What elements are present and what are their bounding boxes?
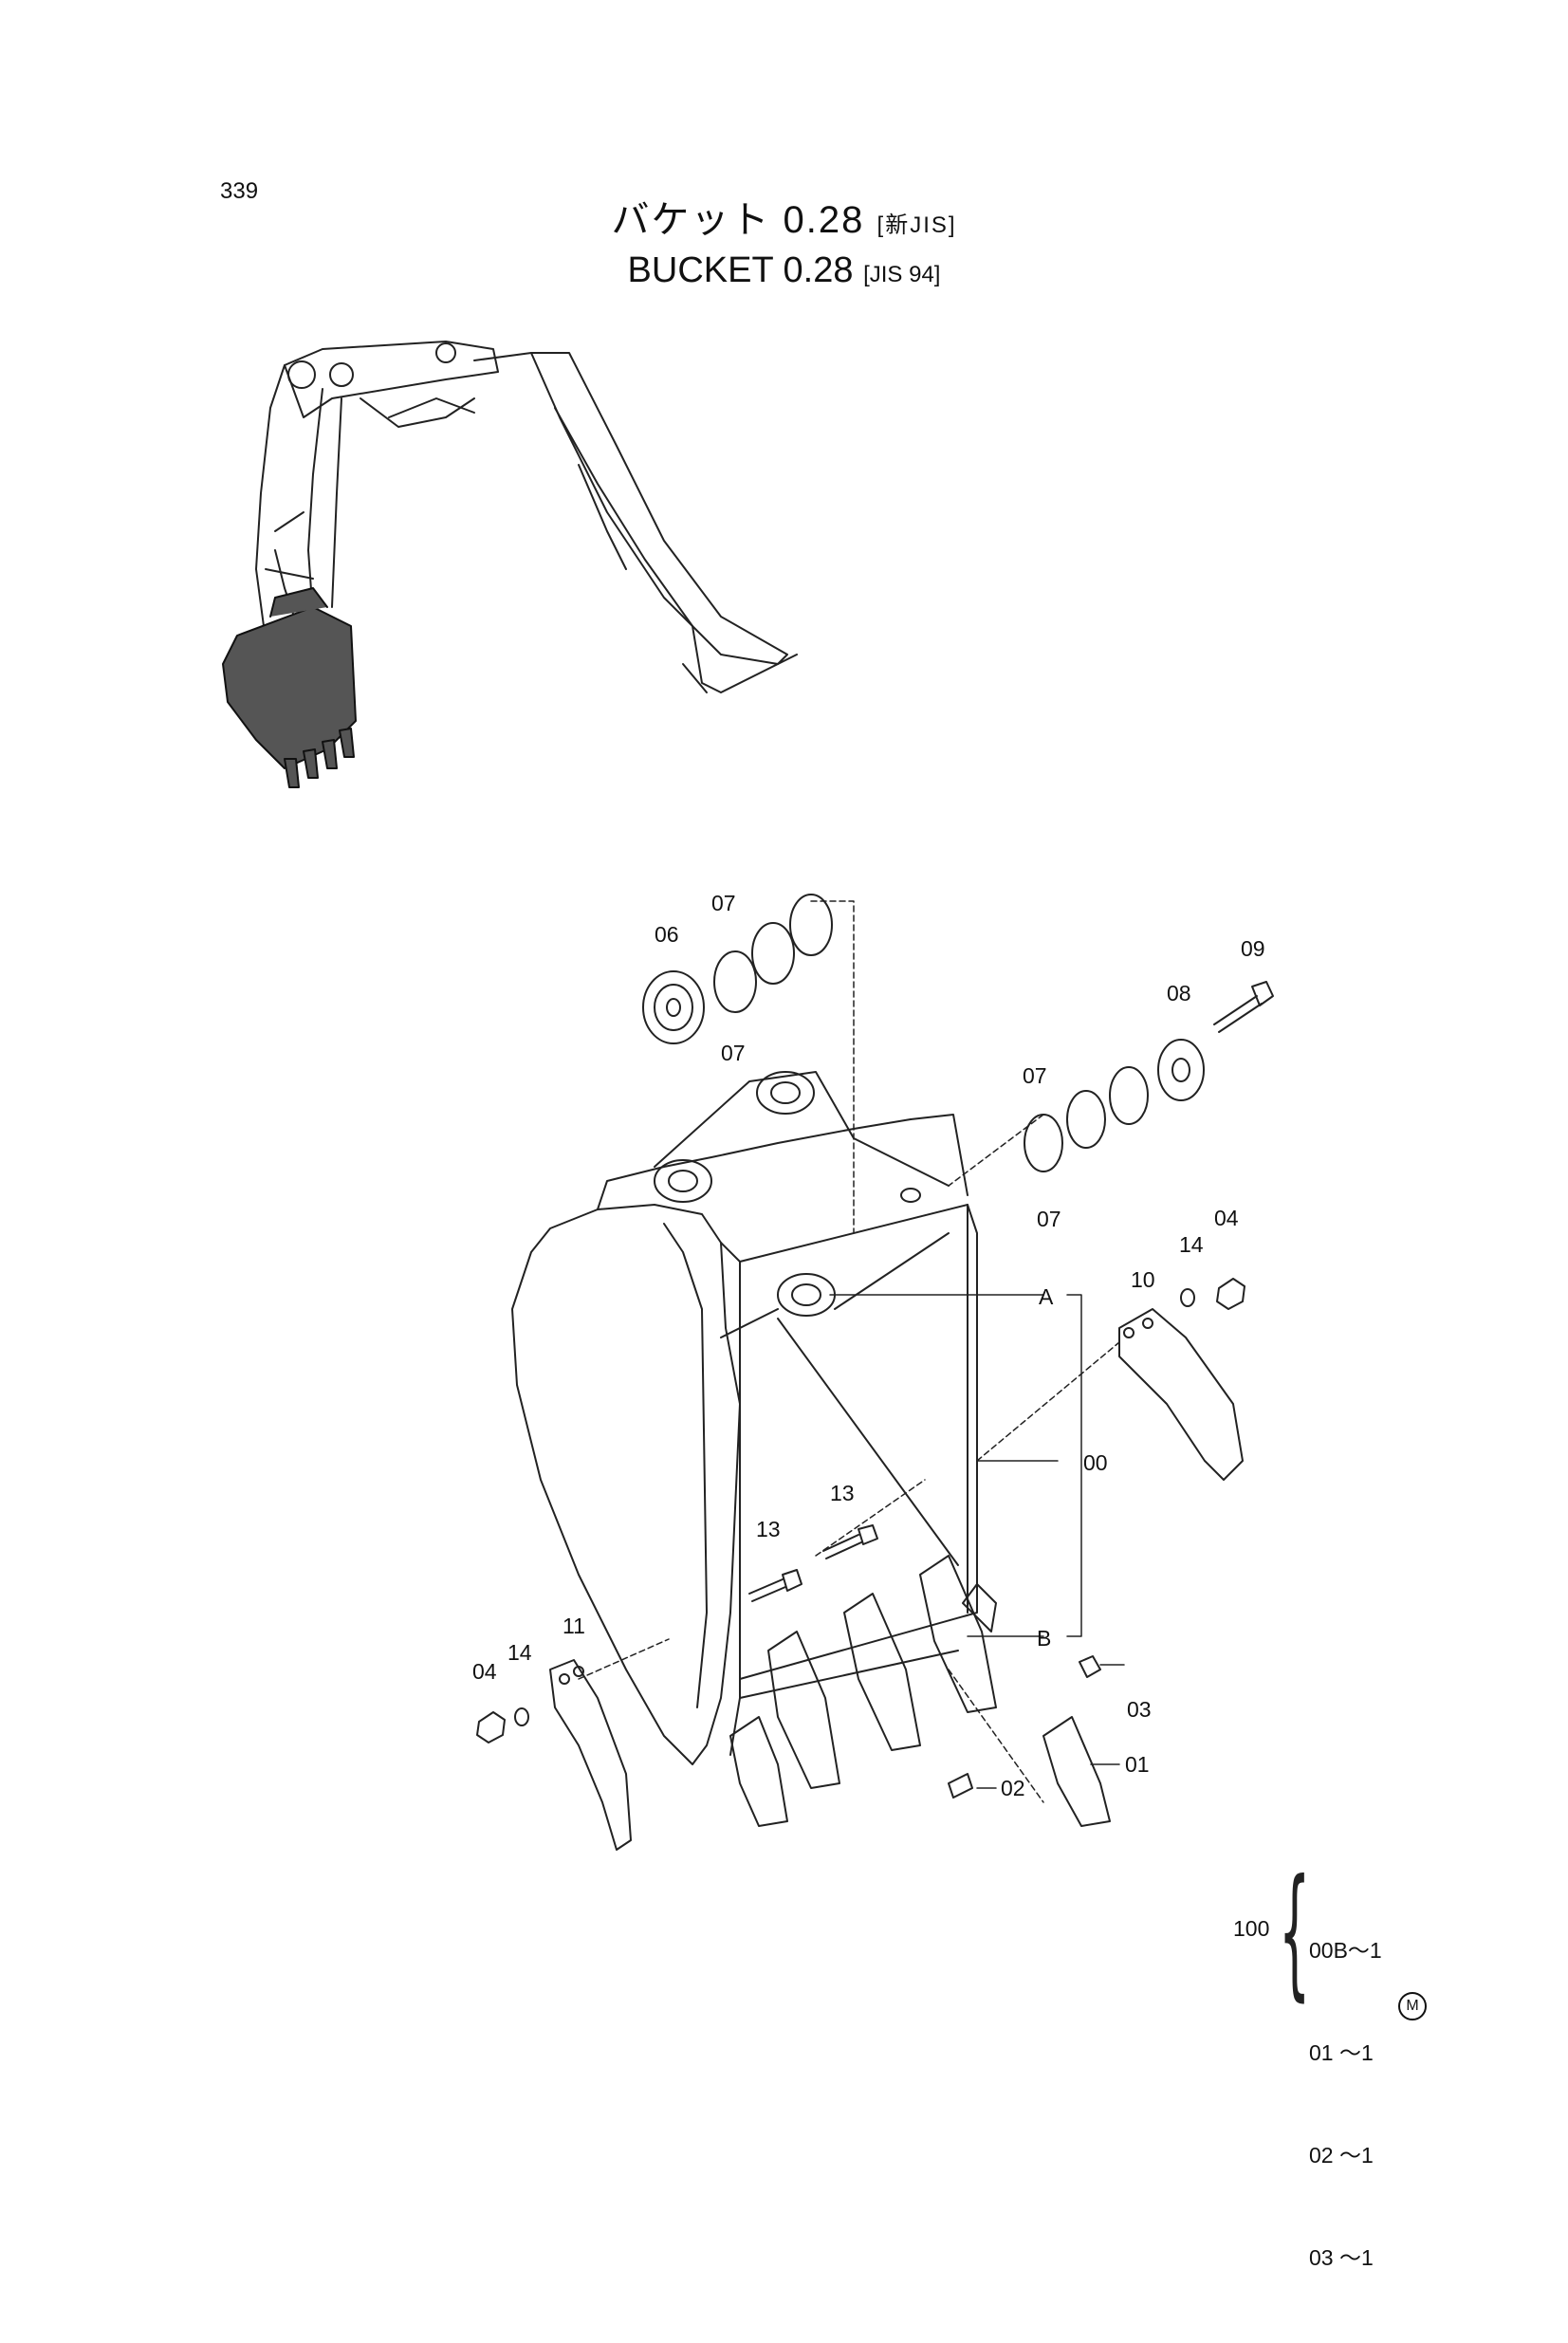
callout-07-bottom: 07 [721, 1041, 746, 1065]
callout-13-right: 13 [830, 1481, 855, 1505]
leader-lines [578, 900, 1125, 1803]
callout-07-right-bottom: 07 [1037, 1207, 1061, 1231]
kit-items: 00B～1 01 ～1 02 ～1 03 ～1 [1309, 1865, 1382, 2343]
callout-07-top: 07 [711, 891, 736, 915]
shims-plate-bolt-right [1024, 981, 1274, 1172]
marked-symbol: M [1398, 1992, 1427, 2020]
callout-02: 02 [1001, 1776, 1025, 1800]
kit-item: 01 ～1 [1309, 2040, 1374, 2065]
callout-04-right: 04 [1214, 1206, 1239, 1230]
callout-06: 06 [655, 922, 679, 947]
kit-item: 02 ～1 [1309, 2143, 1374, 2168]
title-jp-text: バケット 0.28 [611, 199, 865, 241]
callout-14-left: 14 [507, 1640, 532, 1665]
kit-brace: { [1279, 1850, 1311, 2015]
title-japanese: バケット 0.28 [新JIS] [0, 201, 1568, 239]
hardware [476, 1278, 1245, 1799]
callout-04-left: 04 [472, 1659, 497, 1684]
title-en-tag: [JIS 94] [863, 262, 941, 287]
callout-09: 09 [1241, 936, 1265, 961]
callout-10: 10 [1131, 1267, 1155, 1292]
callout-01: 01 [1125, 1752, 1150, 1777]
kit-item: 03 ～1 [1309, 2245, 1374, 2270]
callout-03: 03 [1127, 1697, 1152, 1722]
excavator-bucket-icon [222, 587, 357, 788]
callout-A: A [1039, 1284, 1054, 1309]
callout-B: B [1037, 1626, 1051, 1651]
title-english: BUCKET 0.28 [JIS 94] [0, 252, 1568, 288]
bucket-teeth [729, 1555, 1111, 1827]
parts-diagram: 06 07 07 09 08 07 07 04 14 10 A 00 13 13… [222, 341, 1274, 1851]
boss-and-shims-left [642, 894, 833, 1044]
callout-11: 11 [563, 1614, 585, 1638]
callout-08: 08 [1167, 981, 1191, 1005]
callout-14-right: 14 [1179, 1232, 1204, 1257]
callout-00: 00 [1083, 1450, 1108, 1475]
kit-total-number: 100 [1233, 1916, 1270, 1941]
title-en-text: BUCKET 0.28 [627, 250, 854, 290]
page-number: 339 [220, 178, 259, 204]
callout-07-right-top: 07 [1023, 1063, 1047, 1088]
excavator-icon [255, 341, 798, 693]
kit-item: 00B～1 [1309, 1938, 1382, 1963]
title-jp-tag: [新JIS] [876, 212, 957, 238]
side-cutter-left [549, 1659, 632, 1851]
side-cutter-right [1118, 1308, 1244, 1481]
callout-13-left: 13 [756, 1517, 781, 1541]
